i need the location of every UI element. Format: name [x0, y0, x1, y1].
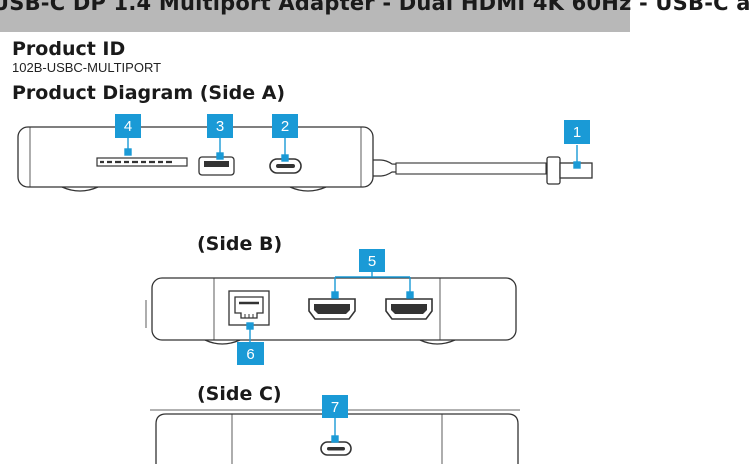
side-c-label: (Side C)	[197, 383, 282, 405]
svg-text:6: 6	[246, 346, 254, 363]
usb-c-port-side-c	[320, 441, 352, 456]
svg-text:5: 5	[368, 253, 376, 270]
product-sku: 102B-USBC-MULTIPORT	[12, 60, 162, 75]
side-a-body	[17, 126, 374, 188]
title-bar: USB-C DP 1.4 Multiport Adapter - Dual HD…	[0, 0, 750, 32]
svg-text:2: 2	[281, 118, 289, 135]
hdmi-port-1	[308, 298, 356, 320]
callout-badge-5: 5	[359, 249, 385, 272]
product-title: USB-C DP 1.4 Multiport Adapter - Dual HD…	[0, 0, 751, 15]
callout-badge-1: 1	[564, 120, 590, 144]
ethernet-port	[228, 290, 270, 326]
svg-text:7: 7	[331, 399, 339, 416]
callout-badge-4: 4	[115, 114, 141, 138]
svg-text:1: 1	[573, 124, 581, 141]
sd-card-slot	[96, 157, 188, 167]
svg-text:3: 3	[216, 118, 224, 135]
callout-badge-3: 3	[207, 114, 233, 138]
side-b-label: (Side B)	[197, 233, 283, 255]
diagram-heading: Product Diagram (Side A)	[12, 82, 286, 104]
usb-c-plug-housing	[546, 156, 561, 185]
hdmi-port-2	[385, 298, 433, 320]
callout-badge-2: 2	[272, 114, 298, 138]
svg-text:4: 4	[124, 118, 132, 135]
product-id-heading: Product ID	[12, 38, 126, 60]
product-diagram: 4 3 2 1	[17, 114, 593, 464]
callout-badge-6: 6	[237, 342, 264, 365]
callout-badge-7: 7	[322, 395, 348, 418]
